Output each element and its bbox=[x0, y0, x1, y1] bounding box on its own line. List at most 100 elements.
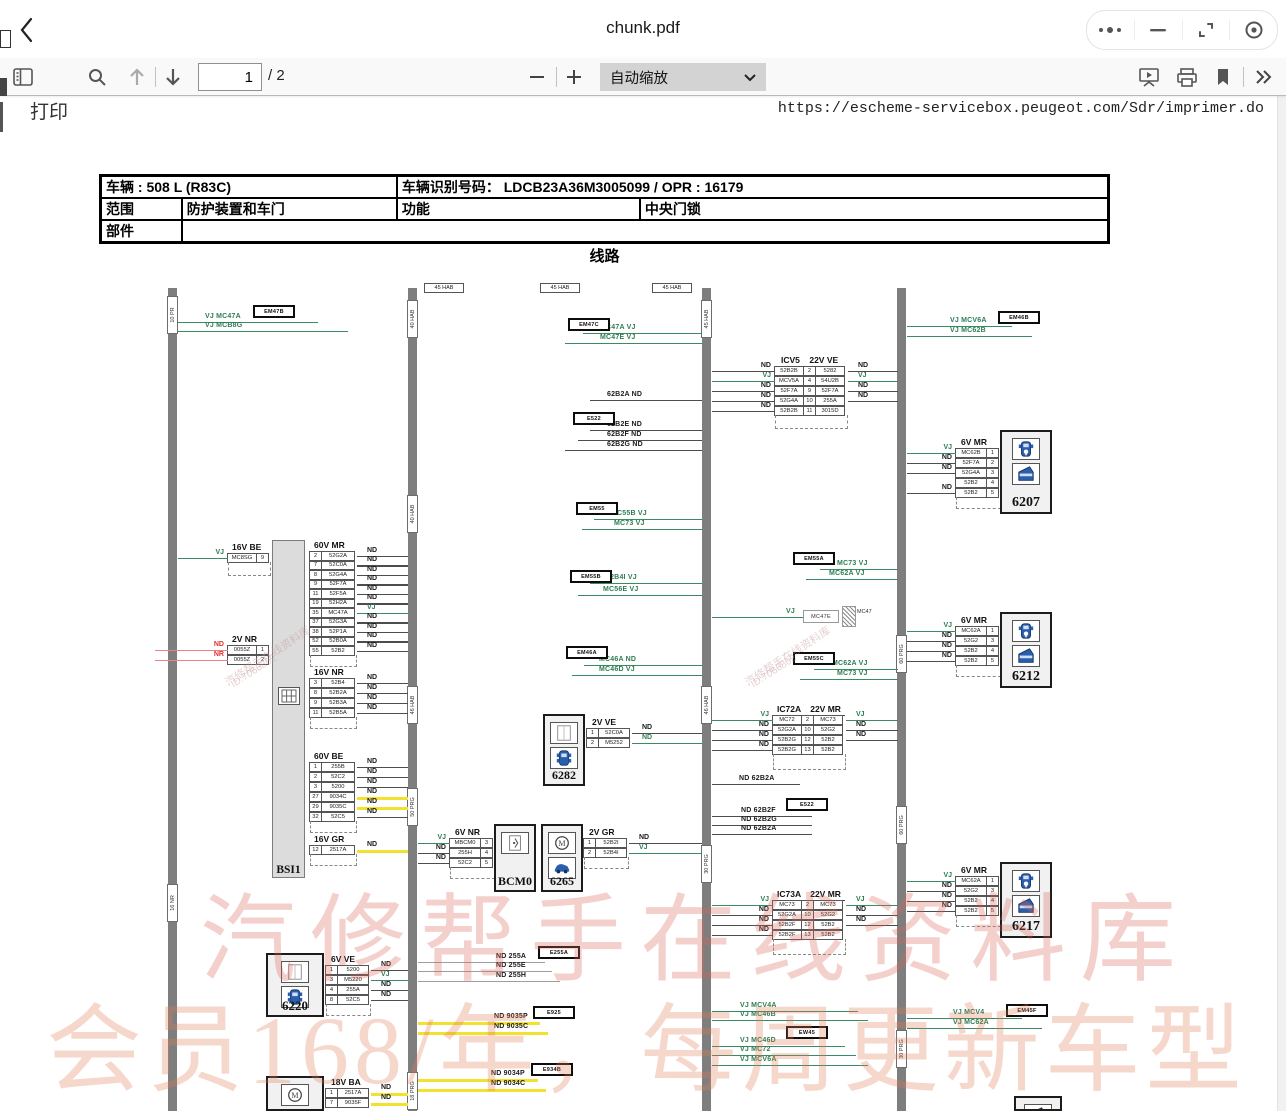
minimize-button[interactable] bbox=[1135, 11, 1182, 49]
zoom-in-button[interactable] bbox=[561, 64, 587, 90]
car-icon bbox=[550, 747, 578, 769]
part-value-cell bbox=[181, 220, 1108, 242]
door-icon bbox=[1012, 645, 1040, 667]
pin-wire-label: VJ bbox=[381, 971, 390, 978]
pin-wire-label: ND bbox=[367, 798, 378, 805]
pin-wire-label: ND bbox=[758, 731, 769, 738]
wire bbox=[418, 863, 450, 865]
wire bbox=[418, 1089, 546, 1092]
sidebar-toggle-button[interactable] bbox=[10, 64, 36, 90]
pin-cell: 2 bbox=[256, 655, 269, 665]
pin-cell: MC47A bbox=[321, 608, 355, 618]
pin-wire-label: ND bbox=[760, 382, 771, 389]
pin-wire-label: ND bbox=[367, 584, 378, 592]
next-page-button[interactable] bbox=[160, 64, 186, 90]
scrollbar[interactable] bbox=[1277, 95, 1286, 1111]
wire-label: VJ MCV4A bbox=[740, 1002, 777, 1009]
pin-cell: 52B2 bbox=[955, 478, 987, 488]
wire bbox=[712, 935, 773, 937]
pin-wire-label: ND bbox=[941, 454, 952, 461]
connector-continuation bbox=[326, 1004, 371, 1016]
wire bbox=[572, 675, 702, 677]
pin-cell: 5 bbox=[986, 656, 999, 666]
page-number-input[interactable] bbox=[198, 63, 262, 91]
component-box: 6217 bbox=[1000, 862, 1052, 938]
close-target-button[interactable] bbox=[1230, 11, 1277, 49]
bus-plate: 46 HAB bbox=[407, 686, 418, 724]
pin-cell: 52B2 bbox=[813, 735, 843, 745]
search-button[interactable] bbox=[84, 64, 110, 90]
wire-label: ND 62B2F bbox=[741, 807, 776, 814]
previous-page-button[interactable] bbox=[124, 64, 150, 90]
pin-wire-label: VJ bbox=[215, 549, 224, 556]
door-icon bbox=[1024, 1104, 1052, 1109]
pin-wire-label: VJ bbox=[856, 896, 865, 903]
pin-cell: 9 bbox=[256, 553, 269, 563]
splice-box: E522 bbox=[573, 412, 615, 425]
back-button[interactable] bbox=[18, 16, 38, 44]
pin-cell: 52F5A bbox=[321, 589, 355, 599]
wire-label: 62B4I VJ bbox=[606, 574, 637, 581]
pin-wire-label: ND bbox=[941, 642, 952, 649]
pin-cell: 52C0A bbox=[321, 560, 355, 570]
zoom-select[interactable]: 自动缩放 bbox=[600, 63, 766, 91]
scope-value-cell: 防护装置和车门 bbox=[181, 198, 397, 220]
wire bbox=[357, 622, 408, 624]
pin-cell: MC73 bbox=[772, 900, 802, 910]
pin-cell: 52G4A bbox=[774, 396, 804, 406]
wire-label: 62B2F ND bbox=[607, 431, 642, 438]
print-button[interactable] bbox=[1174, 64, 1200, 90]
wire bbox=[712, 915, 773, 917]
pin-cell: 52F7A bbox=[815, 386, 845, 396]
wire bbox=[907, 891, 956, 893]
more-tools-button[interactable] bbox=[1250, 64, 1276, 90]
pin-cell: 3 bbox=[480, 838, 493, 848]
pin-cell: 52B2I bbox=[595, 838, 627, 848]
presentation-mode-button[interactable] bbox=[1136, 64, 1162, 90]
wire bbox=[357, 593, 408, 596]
bookmark-button[interactable] bbox=[1210, 64, 1236, 90]
pin-cell: 52G2 bbox=[955, 636, 987, 646]
component-box: 6212 bbox=[1000, 612, 1052, 688]
bus-cap: 45 HAB bbox=[424, 283, 464, 293]
pin-wire-label: ND bbox=[856, 731, 867, 738]
wire bbox=[712, 834, 812, 836]
car-icon bbox=[281, 986, 309, 1008]
window-capsule bbox=[1086, 10, 1278, 50]
more-menu-button[interactable] bbox=[1087, 11, 1134, 49]
wire-label: VJ MCB8G bbox=[205, 322, 243, 329]
pin-cell: 4 bbox=[986, 478, 999, 488]
pin-wire-label: ND bbox=[941, 902, 952, 909]
plus-icon bbox=[567, 70, 581, 84]
fullscreen-button[interactable] bbox=[1183, 11, 1230, 49]
bus-plate: 30 PRG bbox=[701, 845, 712, 883]
connector-continuation bbox=[310, 854, 357, 866]
component-icons bbox=[1002, 438, 1050, 485]
pin-cell: 52H2A bbox=[321, 598, 355, 608]
pin-cell: 52C2 bbox=[321, 772, 355, 782]
wire bbox=[629, 843, 702, 845]
pin-cell: 255A bbox=[815, 396, 845, 406]
connector-continuation bbox=[956, 665, 1001, 677]
pin-wire-label: ND bbox=[435, 844, 446, 851]
door-icon bbox=[1012, 895, 1040, 917]
connector-continuation bbox=[773, 939, 846, 955]
zoom-out-button[interactable] bbox=[524, 64, 550, 90]
pin-wire-label: ND bbox=[367, 778, 378, 785]
wire bbox=[712, 1055, 856, 1057]
pin-cell: 2 bbox=[986, 458, 999, 468]
